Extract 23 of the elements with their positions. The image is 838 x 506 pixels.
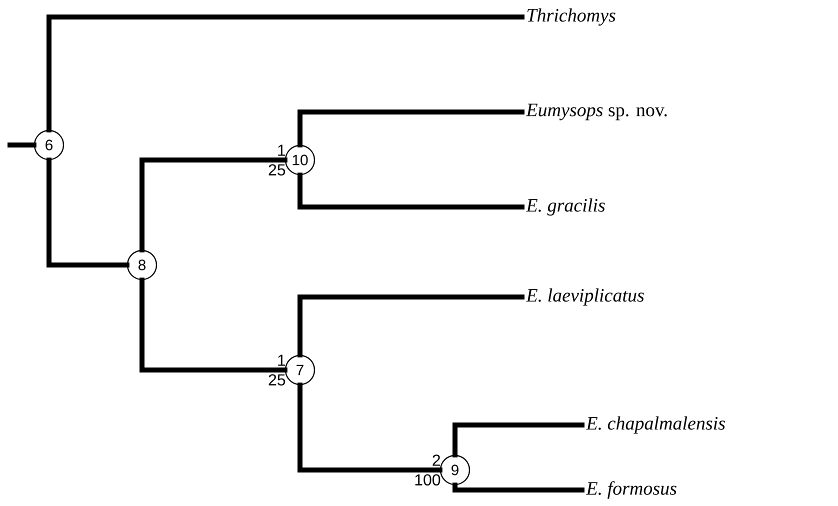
support-value: 1 (278, 354, 286, 366)
taxon-label: E. laeviplicatus (526, 288, 644, 306)
branch-line (8, 142, 36, 148)
support-value: 25 (268, 164, 286, 176)
branch-line (298, 382, 442, 472)
taxon-label: E. formosus (586, 481, 676, 499)
taxon-label: Eumysops sp. nov. (526, 104, 667, 120)
branch-line (452, 482, 584, 492)
branch-line (46, 158, 130, 268)
support-value: 2 (432, 454, 440, 466)
support-value: 1 (278, 144, 286, 156)
branch-line (298, 110, 524, 148)
support-value: 25 (268, 374, 286, 386)
branch-line (298, 294, 524, 358)
taxon-label: E. chapalmalensis (586, 416, 725, 434)
branch-line (298, 172, 524, 210)
taxon-label: E. gracilis (526, 198, 605, 216)
branch-line (140, 278, 288, 372)
branch-line (140, 158, 288, 252)
taxon-label: Thrichomys (527, 8, 616, 26)
support-value: 100 (415, 474, 440, 486)
branch-line (452, 422, 584, 458)
branch-line (46, 14, 524, 132)
